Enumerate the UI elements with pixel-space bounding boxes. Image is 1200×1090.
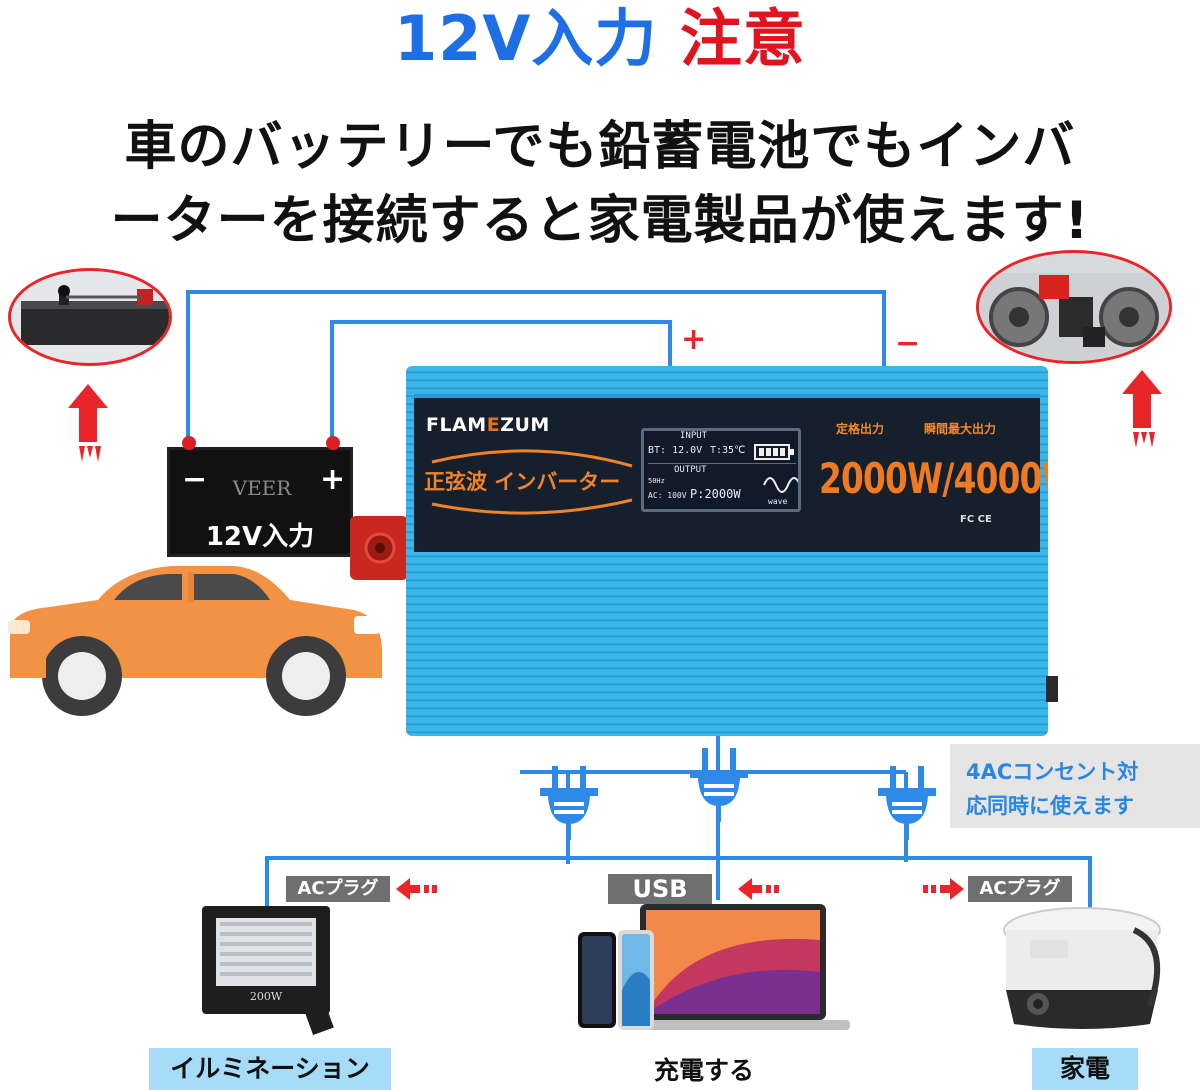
lcd-ac-voltage: AC: 100V: [648, 491, 687, 500]
charging-label: 充電する: [644, 1050, 764, 1090]
inverter-rear-illustration: [979, 273, 1169, 361]
rice-cooker-illustration: [1003, 907, 1161, 1029]
device-drop-left: [265, 856, 269, 908]
lcd-display: INPUT BT: 12.0V T:35℃ OUTPUT 50Hz AC: 10…: [641, 428, 801, 512]
info-line-1: 4ACコンセント対: [966, 760, 1139, 784]
lcd-output-title: OUTPUT: [674, 465, 707, 475]
floodlight-wattage: 200W: [249, 990, 283, 1003]
lcd-output-power: P:2000W: [690, 487, 741, 501]
swoosh-decoration: [431, 449, 633, 515]
lcd-battery-voltage: BT: 12.0V: [648, 445, 703, 456]
lcd-temperature: T:35℃: [710, 445, 746, 456]
ac-plug-tag-right: ACプラグ: [968, 876, 1072, 902]
floodlight-illustration: [202, 906, 334, 1035]
battery-terminal-callout: [8, 268, 172, 366]
battery-terminal-illustration: [21, 285, 169, 345]
device-bus: [265, 856, 1091, 860]
inner-wire-left: [330, 320, 334, 438]
lcd-frequency: 50Hz: [648, 477, 665, 485]
plug-icon: [540, 766, 598, 840]
illumination-label: イルミネーション: [149, 1048, 391, 1090]
outer-wire-right: [882, 290, 886, 368]
battery-positive-terminal: [326, 436, 340, 450]
inverter-type-label: 正弦波 インバーター: [424, 470, 621, 494]
usb-tag: USB: [608, 874, 712, 904]
outer-wire-left: [186, 290, 190, 438]
car-illustration: [8, 566, 382, 716]
rated-output-label: 定格出力: [836, 422, 885, 436]
lcd-input-title: INPUT: [680, 431, 708, 441]
left-arrow-icon: [738, 878, 779, 900]
lcd-wave-label: wave: [768, 497, 788, 506]
ac-outlet-info: 4ACコンセント対 応同時に使えます: [950, 744, 1200, 828]
front-panel: FLAMEZUM 正弦波 インバーター INPUT BT: 12.0V T:35…: [414, 394, 1048, 552]
title-caution: 注意: [679, 2, 806, 75]
battery-level-icon: [754, 444, 794, 460]
ac-plug-tag-left: ACプラグ: [286, 876, 390, 902]
battery: − + VEER 12V入力: [167, 436, 353, 557]
brand-logo: FLAMEZUM: [426, 414, 550, 436]
title-input-voltage: 12V入力: [394, 2, 658, 75]
certification-marks: FC CE: [960, 514, 992, 525]
right-arrow-icon: [923, 878, 964, 900]
battery-label: 12V入力: [205, 522, 315, 552]
phone-laptop-illustration: [578, 904, 850, 1030]
left-arrow-icon: [396, 878, 437, 900]
page-title: 12V入力 注意: [0, 0, 1200, 78]
plug-icon: [878, 766, 936, 840]
input-terminal: [350, 516, 408, 580]
right-up-arrow-icon: [1122, 370, 1162, 448]
inner-wire-top: [330, 320, 672, 324]
plug-icon: [690, 748, 748, 822]
inverter-terminal-callout: [976, 250, 1172, 364]
subtitle-line-1: 車のバッテリーでも鉛蓄電池でもインバ: [124, 117, 1076, 177]
negative-symbol: −: [895, 326, 921, 361]
power-rating: 2000W/4000W: [819, 454, 1048, 503]
battery-negative-terminal: [182, 436, 196, 450]
inner-wire-right: [668, 320, 672, 368]
side-connector: [1046, 676, 1058, 702]
subtitle-line-2: ーターを接続すると家電製品が使えます!: [110, 191, 1090, 251]
device-drop-middle: [716, 856, 720, 900]
battery-plus-sign: +: [320, 462, 346, 497]
inverter: FLAMEZUM 正弦波 インバーター INPUT BT: 12.0V T:35…: [406, 366, 1048, 736]
sine-wave-icon: [763, 477, 798, 493]
positive-symbol: +: [681, 322, 707, 357]
battery-brand: VEER: [232, 476, 292, 500]
peak-output-label: 瞬間最大出力: [924, 422, 997, 436]
outer-wire-top: [186, 290, 886, 294]
battery-minus-sign: −: [182, 462, 208, 497]
info-line-2: 応同時に使えます: [966, 794, 1134, 818]
appliance-label: 家電: [1032, 1048, 1138, 1090]
left-up-arrow-icon: [68, 384, 108, 462]
